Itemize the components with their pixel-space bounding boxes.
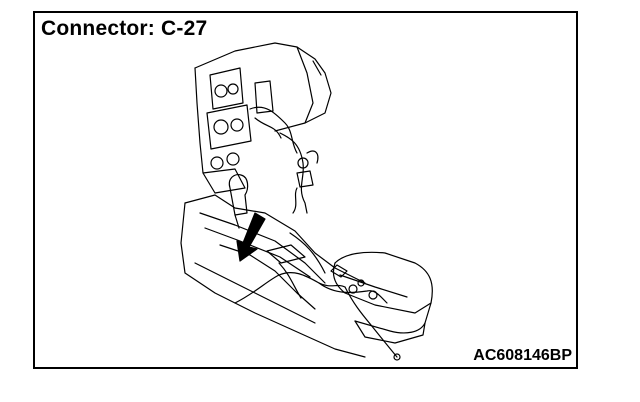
dashboard-outline (194, 42, 332, 194)
console-illustration (180, 42, 433, 361)
diagram-frame: Connector: C-27 (33, 11, 578, 369)
armrest (332, 251, 433, 344)
center-console (180, 194, 366, 358)
console-harness (234, 264, 401, 361)
dashboard-harness (249, 106, 319, 214)
shift-lever (228, 173, 249, 229)
down-left-arrow-icon (236, 212, 266, 262)
figure-code: AC608146BP (473, 347, 572, 364)
diagram-title: Connector: C-27 (41, 17, 208, 40)
